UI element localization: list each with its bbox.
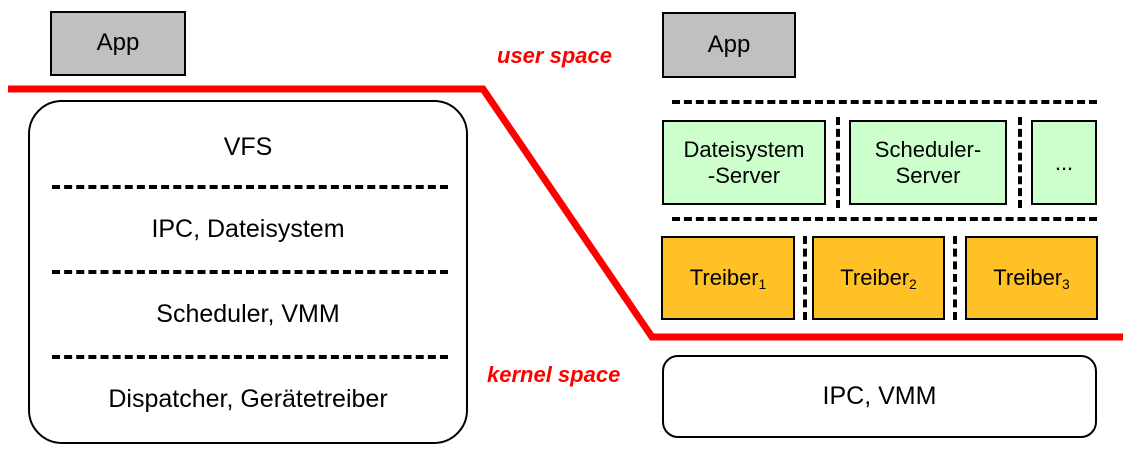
left-app-label: App (96, 29, 140, 57)
driver-box-2-label: Treiber2 (840, 265, 917, 293)
monolithic-kernel-panel: VFS IPC, Dateisystem Scheduler, VMM Disp… (28, 100, 468, 444)
mono-layer-vfs: VFS (30, 108, 466, 187)
server-box-more: ... (1031, 120, 1097, 205)
mono-layer-dispatcher-geraetetreiber: Dispatcher, Gerätetreiber (30, 357, 466, 442)
server-box-scheduler-line1: Scheduler- (874, 136, 982, 162)
user-space-label: user space (497, 43, 612, 68)
right-app-box: App (662, 12, 796, 78)
server-box-dateisystem-line2: -Server (707, 162, 781, 188)
server-row-bottom-separator (672, 217, 1097, 221)
driver-box-3-name: Treiber (993, 265, 1063, 291)
server-separator-1 (836, 117, 840, 208)
left-app-box: App (50, 11, 186, 76)
server-row-top-separator (672, 100, 1097, 104)
driver-box-1-index: 1 (758, 277, 767, 293)
driver-box-2-name: Treiber (840, 265, 910, 291)
mono-layer-ipc-dateisystem: IPC, Dateisystem (30, 187, 466, 272)
mono-layer-ipc-dateisystem-label: IPC, Dateisystem (151, 215, 345, 243)
driver-box-2: Treiber2 (812, 236, 945, 320)
driver-box-1: Treiber1 (661, 236, 795, 320)
server-box-scheduler-line2: Server (895, 162, 961, 188)
microkernel-core-label: IPC, VMM (822, 382, 937, 410)
driver-box-3: Treiber3 (965, 236, 1098, 320)
server-separator-2 (1018, 117, 1022, 208)
driver-box-1-name: Treiber (689, 265, 759, 291)
driver-box-2-index: 2 (909, 277, 917, 293)
mono-layer-vfs-label: VFS (223, 133, 273, 161)
mono-layer-scheduler-vmm: Scheduler, VMM (30, 272, 466, 357)
server-box-more-label: ... (1054, 149, 1074, 175)
microkernel-core-box: IPC, VMM (662, 355, 1097, 438)
mono-layer-dispatcher-geraetetreiber-label: Dispatcher, Gerätetreiber (108, 385, 388, 413)
right-app-label: App (707, 30, 751, 58)
server-box-dateisystem: Dateisystem -Server (662, 120, 826, 205)
mono-layer-scheduler-vmm-label: Scheduler, VMM (156, 300, 340, 328)
server-box-scheduler: Scheduler- Server (849, 120, 1007, 205)
kernel-space-label: kernel space (487, 362, 621, 387)
driver-box-3-label: Treiber3 (993, 265, 1070, 293)
server-box-dateisystem-line1: Dateisystem (683, 136, 805, 162)
driver-separator-2 (953, 236, 957, 320)
driver-separator-1 (803, 236, 807, 320)
mono-divider-3 (52, 355, 448, 359)
driver-box-1-label: Treiber1 (689, 265, 767, 293)
driver-box-3-index: 3 (1062, 277, 1070, 293)
